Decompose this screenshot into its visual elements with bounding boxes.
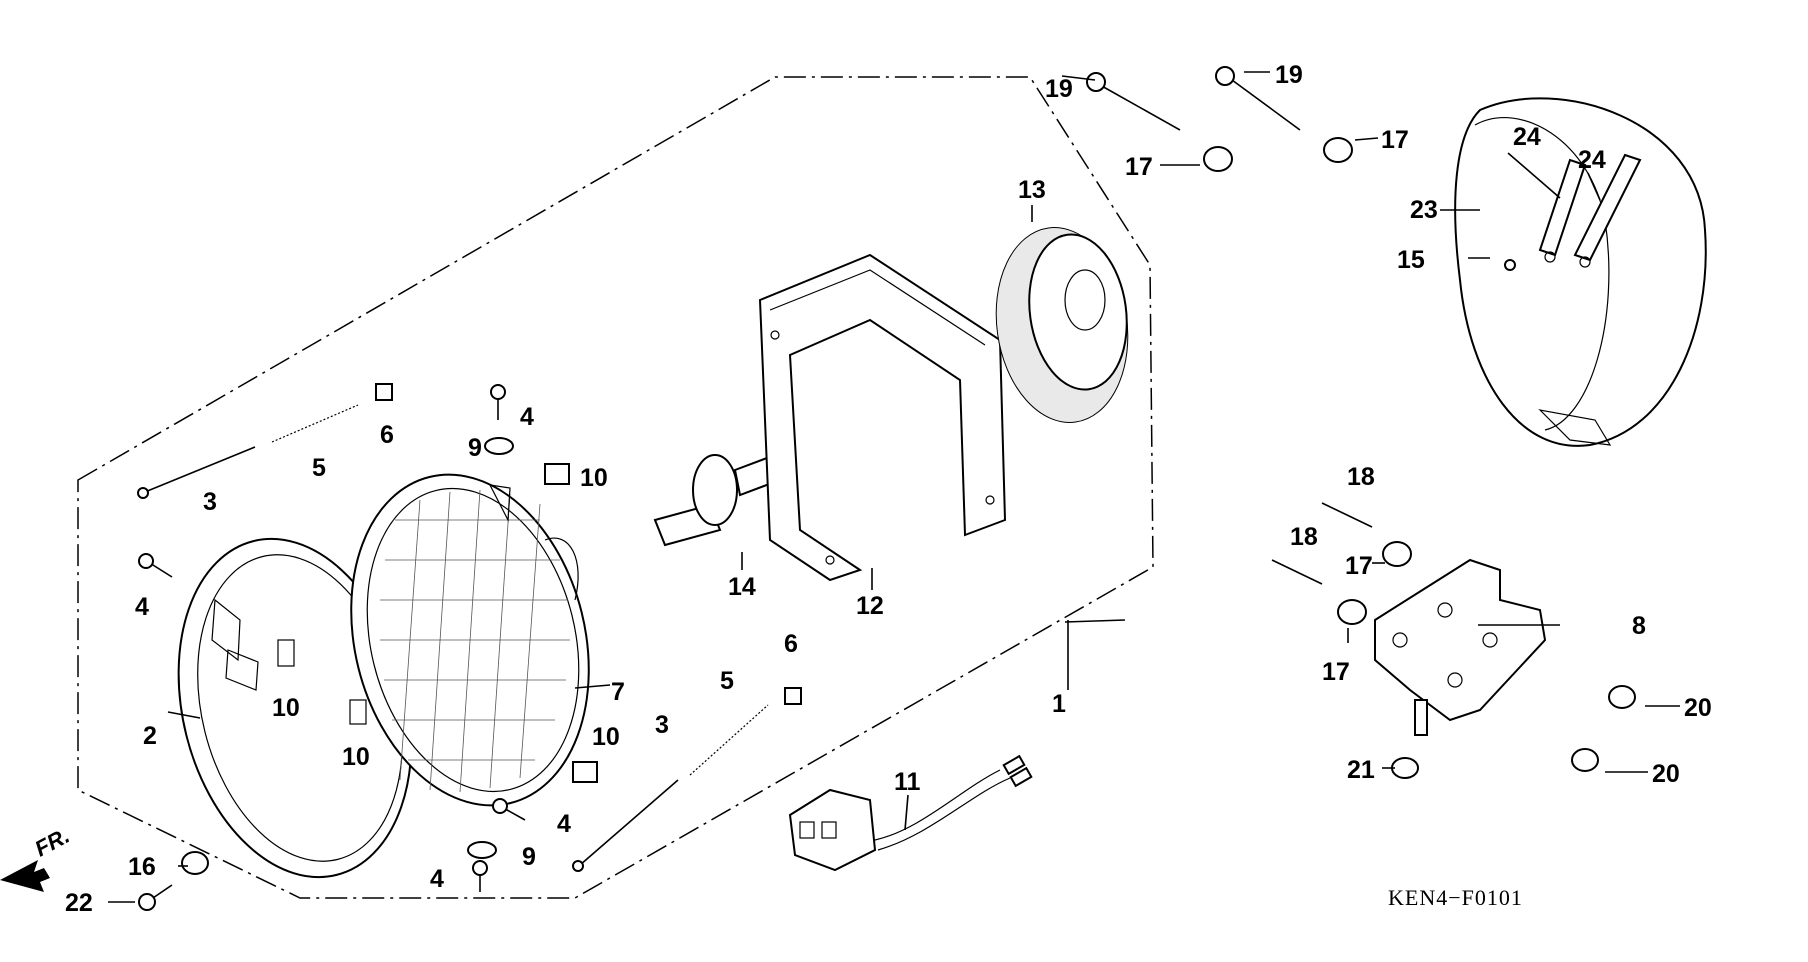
diagram-code-label: KEN4−F0101 [1388,885,1523,910]
headlight-case [1454,97,1707,447]
front-direction-arrow [0,860,50,892]
callout-17: 17 [1322,658,1350,686]
callout-20: 20 [1652,760,1680,788]
callout-6: 6 [380,421,394,449]
callout-16: 16 [128,853,156,881]
wire-harness [788,754,1033,872]
callout-24: 24 [1578,146,1606,174]
callout-8: 8 [1632,612,1646,640]
callout-23: 23 [1410,196,1438,224]
headlight-lens-unit [350,473,590,807]
callout-19: 19 [1275,61,1303,89]
hardware-bolts [137,66,1636,911]
callout-17: 17 [1125,153,1153,181]
callout-3: 3 [655,711,669,739]
callout-10: 10 [342,743,370,771]
callout-15: 15 [1397,246,1425,274]
dust-cover [995,227,1129,423]
callout-20: 20 [1684,694,1712,722]
callout-7: 7 [611,678,625,706]
front-label: FR. [31,823,74,862]
callout-24: 24 [1513,123,1541,151]
callout-13: 13 [1018,176,1046,204]
leader-lines [108,71,1680,903]
callout-17: 17 [1381,126,1409,154]
callout-4: 4 [135,593,149,621]
callout-5: 5 [720,667,734,695]
callout-9: 9 [522,843,536,871]
callout-1: 1 [1052,690,1066,718]
callout-12: 12 [856,592,884,620]
callout-4: 4 [520,403,534,431]
callout-22: 22 [65,889,93,917]
callout-18: 18 [1290,523,1318,551]
callout-10: 10 [272,694,300,722]
callout-5: 5 [312,454,326,482]
callout-9: 9 [468,434,482,462]
callout-3: 3 [203,488,217,516]
callout-2: 2 [143,722,157,750]
callout-17: 17 [1345,552,1373,580]
callout-19: 19 [1045,75,1073,103]
callout-6: 6 [784,630,798,658]
callout-11: 11 [894,768,921,796]
callout-14: 14 [728,573,756,601]
callout-4: 4 [430,865,444,893]
callout-21: 21 [1347,756,1375,784]
callout-18: 18 [1347,463,1375,491]
callout-10: 10 [580,464,608,492]
callout-10: 10 [592,723,620,751]
assembly-boundary [77,76,1154,899]
mount-plate [1374,558,1547,736]
callout-labels: 1 2 3 3 4 4 4 4 5 5 6 6 7 8 9 9 10 10 10… [31,61,1712,917]
callout-4: 4 [557,810,571,838]
headlight-bracket [758,253,1007,582]
